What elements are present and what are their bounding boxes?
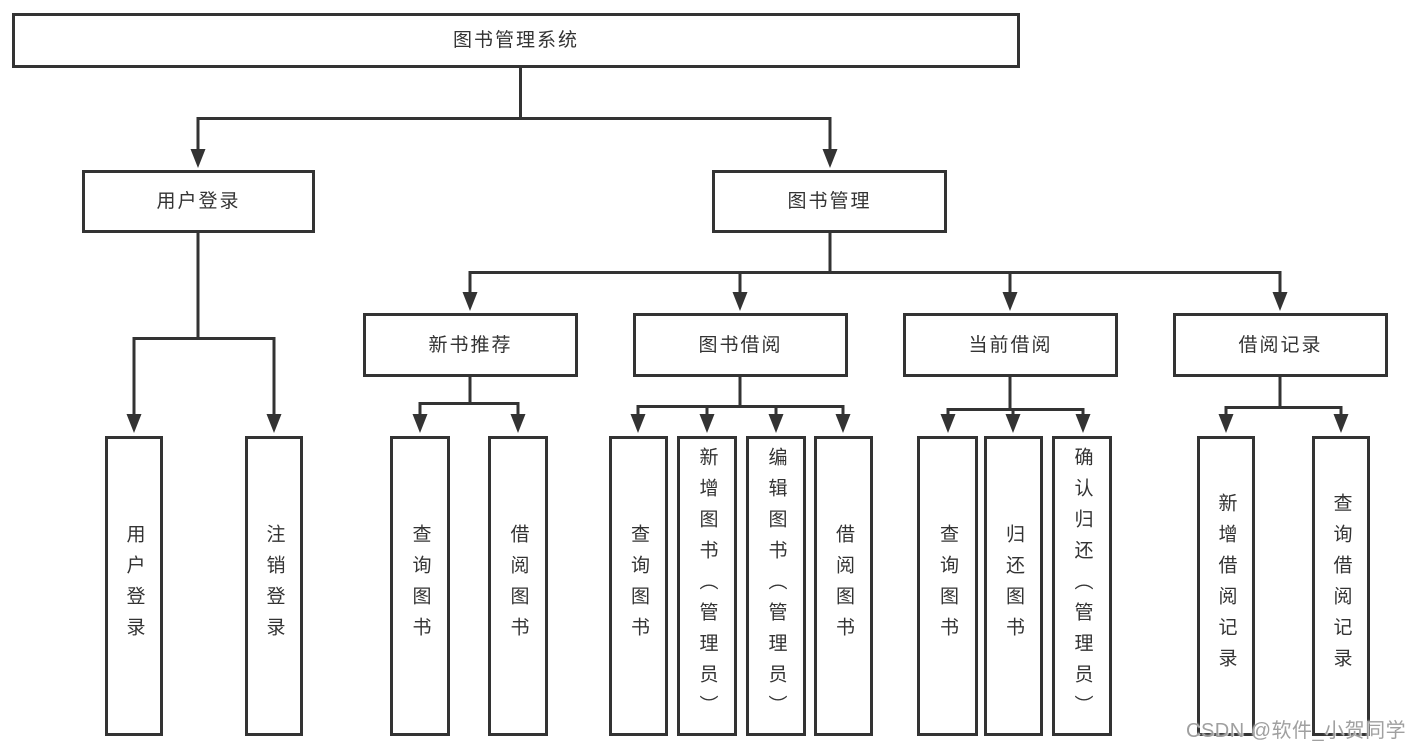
leaf-borrow-books-recommend: 借阅图书 <box>488 436 548 736</box>
node-current-borrowing-label: 当前借阅 <box>968 334 1053 356</box>
node-new-book-recommend: 新书推荐 <box>363 313 578 377</box>
leaf-query-borrow-record: 查询借阅记录 <box>1312 436 1370 736</box>
connector-current-borrowing-children <box>946 374 1085 416</box>
leaf-query-books-recommend: 查询图书 <box>390 436 450 736</box>
node-book-borrowing-label: 图书借阅 <box>698 334 783 356</box>
node-root: 图书管理系统 <box>12 13 1020 68</box>
leaf-query-books-recommend-label: 查询图书 <box>409 524 431 648</box>
leaf-logout: 注销登录 <box>245 436 303 736</box>
leaf-query-borrow-record-label: 查询借阅记录 <box>1330 493 1352 679</box>
leaf-borrow-books-recommend-label: 借阅图书 <box>507 524 529 648</box>
connector-root-to-level2 <box>196 66 832 151</box>
connector-user-login-children <box>132 230 276 416</box>
leaf-logout-label: 注销登录 <box>263 524 285 648</box>
leaf-user-login: 用户登录 <box>105 436 163 736</box>
leaf-query-books-current: 查询图书 <box>917 436 978 736</box>
leaf-confirm-return-admin: 确认归还（管理员） <box>1052 436 1112 736</box>
node-user-login-label: 用户登录 <box>156 191 241 212</box>
leaf-edit-books-admin: 编辑图书（管理员） <box>746 436 806 736</box>
leaf-user-login-label: 用户登录 <box>123 524 145 648</box>
leaf-add-borrow-record: 新增借阅记录 <box>1197 436 1255 736</box>
leaf-borrow-books-label: 借阅图书 <box>833 524 854 648</box>
node-book-management-label: 图书管理 <box>787 191 872 212</box>
node-book-management: 图书管理 <box>712 170 947 233</box>
leaf-query-books-current-label: 查询图书 <box>937 524 958 648</box>
leaf-edit-books-admin-label: 编辑图书（管理员） <box>765 446 787 726</box>
node-book-borrowing: 图书借阅 <box>633 313 848 377</box>
leaf-add-books-admin: 新增图书（管理员） <box>677 436 737 736</box>
node-root-label: 图书管理系统 <box>452 30 579 51</box>
csdn-watermark: CSDN @软件_小贺同学 <box>1186 720 1405 742</box>
leaf-return-books: 归还图书 <box>984 436 1043 736</box>
connector-book-borrowing-children <box>636 374 845 416</box>
node-new-book-recommend-label: 新书推荐 <box>428 334 513 356</box>
node-borrowing-records-label: 借阅记录 <box>1238 334 1323 356</box>
leaf-add-books-admin-label: 新增图书（管理员） <box>696 446 718 726</box>
node-current-borrowing: 当前借阅 <box>903 313 1118 377</box>
leaf-query-books-borrowing-label: 查询图书 <box>628 524 649 648</box>
connector-book-management-children <box>468 230 1282 294</box>
leaf-borrow-books: 借阅图书 <box>814 436 873 736</box>
node-borrowing-records: 借阅记录 <box>1173 313 1388 377</box>
leaf-confirm-return-admin-label: 确认归还（管理员） <box>1071 446 1093 726</box>
node-user-login: 用户登录 <box>82 170 315 233</box>
connector-new-book-recommend-children <box>418 374 520 416</box>
leaf-add-borrow-record-label: 新增借阅记录 <box>1215 493 1237 679</box>
connector-borrowing-records-children <box>1224 374 1343 416</box>
leaf-query-books-borrowing: 查询图书 <box>609 436 668 736</box>
leaf-return-books-label: 归还图书 <box>1003 524 1024 648</box>
